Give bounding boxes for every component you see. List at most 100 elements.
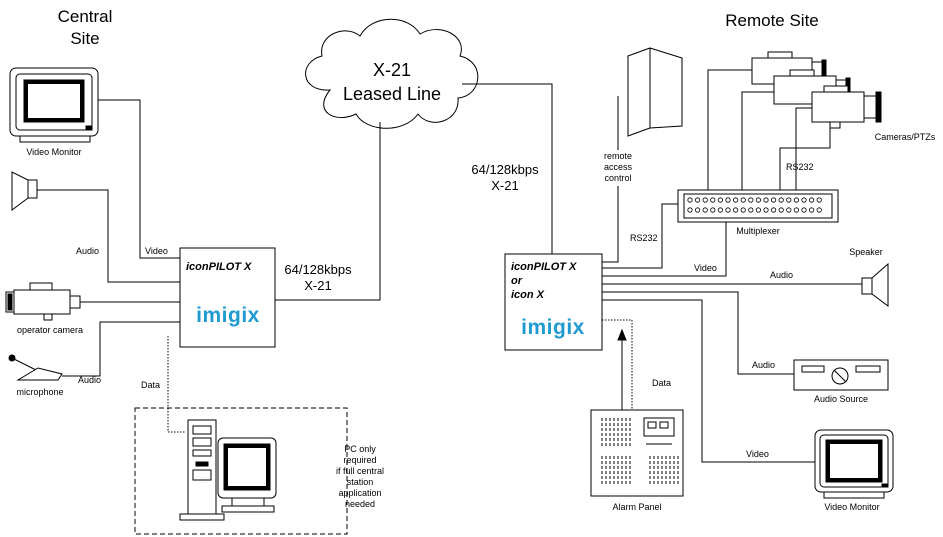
multiplexer-port [694, 207, 701, 213]
multiplexer-ports [687, 197, 822, 213]
multiplexer-port [778, 197, 784, 203]
mux-video-label: Video [694, 263, 717, 273]
camera3-wire [795, 107, 812, 190]
audio-source-label: Audio Source [814, 394, 868, 404]
remote-box-title3: icon X [511, 289, 545, 301]
cloud-label-line2: Leased Line [343, 84, 441, 104]
central-iconpilot-box [179, 247, 276, 348]
audio-source-icon [793, 359, 889, 391]
multiplexer-port [801, 207, 807, 213]
pc-note-line4: station [347, 477, 374, 487]
remote-video-monitor-label: Video Monitor [824, 502, 879, 512]
multiplexer-port [702, 197, 708, 203]
alarm-panel-label: Alarm Panel [612, 502, 661, 512]
remote-video-monitor-icon [814, 429, 894, 499]
multiplexer-port [687, 197, 693, 203]
camera-3-icon [811, 85, 882, 129]
remote-link-rate: 64/128kbps [471, 162, 539, 177]
multiplexer-port [687, 207, 693, 213]
multiplexer-port [808, 197, 815, 203]
alarm-data-label: Data [652, 378, 671, 388]
pc-optional-area [134, 407, 348, 535]
access-control-line2: access [604, 162, 633, 172]
remote-iconpilot-box [504, 253, 603, 351]
pc-note-line2: required [343, 455, 376, 465]
alarm-panel-vents [601, 418, 679, 486]
multiplexer-port [770, 207, 777, 213]
multiplexer-port [808, 207, 815, 213]
multiplexer-port [740, 197, 746, 203]
camera-rs232-wire [779, 128, 831, 190]
central-data-wire [167, 336, 186, 433]
central-box-title: iconPILOT X [186, 261, 252, 273]
central-site-title-line2: Site [70, 29, 99, 48]
central-link-rate: 64/128kbps [284, 262, 352, 277]
multiplexer-port [748, 207, 754, 213]
multiplexer-port [717, 207, 724, 213]
central-imigix-logo: imigix [196, 304, 260, 327]
cameras-label: Cameras/PTZs [875, 132, 936, 142]
operator-camera-label: operator camera [17, 325, 83, 335]
microphone-icon [8, 354, 63, 381]
alarm-data-wire [602, 319, 633, 410]
multiplexer-icon [677, 189, 839, 223]
central-site-title-line1: Central [58, 7, 113, 26]
multiplexer-port [748, 197, 754, 203]
remote-link-wire [462, 83, 553, 256]
multiplexer-port [778, 207, 784, 213]
remote-video-monitor-wire [602, 299, 815, 463]
multiplexer-port [702, 207, 708, 213]
central-video-monitor-label: Video Monitor [26, 147, 81, 157]
access-control-line3: control [604, 173, 631, 183]
central-video-wire-label: Video [145, 246, 168, 256]
multiplexer-port [732, 207, 739, 213]
pc-note-line3: if full central [336, 466, 384, 476]
central-speaker-icon [11, 171, 38, 211]
camera-rs232-label: RS232 [786, 162, 814, 172]
speaker-audio-label: Audio [770, 270, 793, 280]
alarm-panel-icon [590, 409, 684, 497]
multiplexer-port [725, 197, 731, 203]
pc-note-line6: needed [345, 499, 375, 509]
pc-tower-icon [179, 419, 225, 521]
remote-box-title2: or [511, 275, 523, 287]
alarm-signal-arrow [617, 328, 627, 341]
remote-link-iface: X-21 [491, 178, 518, 193]
audio-source-wire-label: Audio [752, 360, 775, 370]
multiplexer-port [694, 197, 701, 203]
audio-source-wire [602, 291, 794, 375]
multiplexer-port [801, 197, 807, 203]
multiplexer-port [710, 197, 716, 203]
remote-video-monitor-wire-label: Video [746, 449, 769, 459]
multiplexer-port [816, 207, 822, 213]
multiplexer-port [755, 207, 762, 213]
multiplexer-port [770, 197, 777, 203]
multiplexer-port [763, 207, 769, 213]
central-mic-wire [62, 321, 180, 377]
microphone-label: microphone [16, 387, 63, 397]
multiplexer-port [725, 207, 731, 213]
central-audio-speaker-wire [37, 189, 180, 283]
multiplexer-port [717, 197, 724, 203]
remote-box-title1: iconPILOT X [511, 261, 577, 273]
central-data-label: Data [141, 380, 160, 390]
pc-monitor-icon [217, 437, 277, 513]
multiplexer-port [763, 197, 769, 203]
multiplexer-port [793, 197, 800, 203]
multiplexer-port [786, 197, 792, 203]
cloud-label-line1: X-21 [373, 60, 411, 80]
central-audio-wire-label: Audio [76, 246, 99, 256]
mux-rs232-label: RS232 [630, 233, 658, 243]
central-video-wire [98, 99, 180, 259]
leased-line-cloud [305, 18, 479, 129]
access-control-line1: remote [604, 151, 632, 161]
pc-note-line1: PC only [344, 444, 376, 454]
mux-video-wire [602, 222, 727, 277]
multiplexer-port [786, 207, 792, 213]
operator-camera-icon [5, 282, 81, 321]
multiplexer-port [740, 207, 746, 213]
remote-speaker-icon [861, 262, 889, 307]
central-link-iface: X-21 [304, 278, 331, 293]
